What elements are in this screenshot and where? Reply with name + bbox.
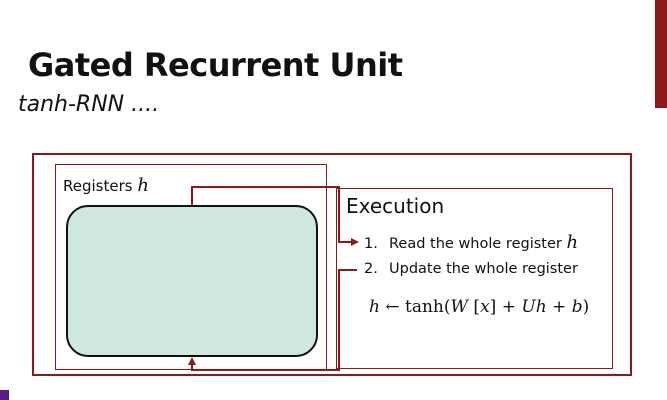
formula-fn: tanh <box>405 297 444 317</box>
formula-x-open: [ <box>473 297 481 317</box>
execution-title: Execution <box>346 194 445 218</box>
formula-w: W <box>450 297 469 317</box>
step-text: Update the whole register <box>389 261 578 277</box>
slide-title: Gated Recurrent Unit <box>28 46 403 84</box>
execution-step-update: 2. Update the whole register <box>364 261 578 277</box>
diagram-outer-frame <box>32 153 632 376</box>
registers-symbol: h <box>137 175 149 196</box>
step-number: 2. <box>364 261 378 277</box>
formula-plus-1: + <box>501 297 516 317</box>
corner-mark <box>0 390 9 400</box>
formula-u: U <box>521 297 536 317</box>
step-symbol: h <box>566 232 579 253</box>
formula-arrow: ← <box>385 297 400 317</box>
execution-step-read: 1. Read the whole register h <box>364 232 578 253</box>
registers-label-text: Registers <box>63 177 133 195</box>
formula-x: x <box>480 297 490 317</box>
formula-x-close: ] <box>489 297 497 317</box>
formula-h: h <box>535 297 547 317</box>
step-number: 1. <box>364 236 378 252</box>
formula-plus-2: + <box>552 297 567 317</box>
formula-open: ( <box>443 297 451 317</box>
register-box <box>66 205 318 357</box>
formula-b: b <box>571 297 583 317</box>
accent-bar <box>655 0 667 108</box>
formula-close: ) <box>582 297 590 317</box>
update-formula: h ← tanh(W [x] + Uh + b) <box>369 297 589 317</box>
formula-lhs: h <box>369 297 380 317</box>
step-text: Read the whole register <box>389 236 562 252</box>
slide-subtitle: tanh-RNN .... <box>18 92 160 117</box>
registers-label: Registers h <box>63 175 149 196</box>
